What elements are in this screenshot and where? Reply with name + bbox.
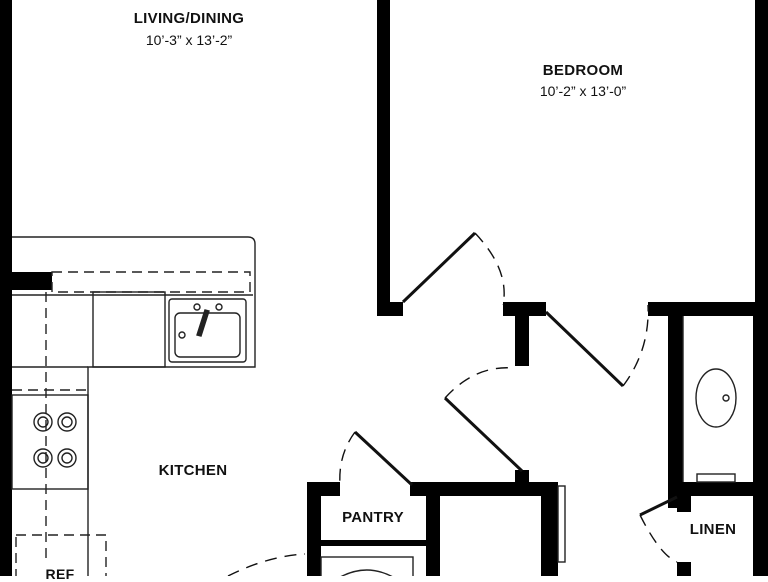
linen-door-swing: [639, 514, 678, 563]
hall-door-leaf: [443, 396, 524, 473]
burner-bottom-right: [57, 448, 77, 468]
refrigerator-outline: [15, 534, 107, 576]
bedroom-door-swing: [474, 232, 505, 306]
bath-wall-left: [668, 316, 683, 508]
burner-bottom-left-ring: [37, 452, 49, 464]
pantry-door-leaf: [353, 430, 414, 487]
burner-bottom-right-ring: [61, 452, 73, 464]
sink-outer: [168, 298, 247, 363]
bedroom-label: BEDROOM: [542, 62, 624, 79]
hall-wall-pier: [515, 470, 529, 496]
bath-vanity: [682, 316, 737, 483]
burner-top-right: [57, 412, 77, 432]
linen-wall-left: [677, 482, 691, 512]
living-dining-label: LIVING/DINING: [133, 10, 245, 27]
dishwasher: [92, 291, 166, 368]
pantry-door-swing: [339, 431, 356, 486]
burner-bottom-left: [33, 448, 53, 468]
linen-label: LINEN: [689, 521, 737, 538]
hall-door-swing: [444, 367, 514, 399]
vanity-basin: [695, 368, 737, 428]
bedroom-left-wall: [377, 0, 390, 316]
pantry-wall-right: [426, 482, 440, 576]
bedroom-left-wall-foot: [377, 302, 403, 316]
burner-top-left: [33, 412, 53, 432]
bath-wall-pier: [515, 316, 529, 366]
washer-dryer: [320, 556, 414, 576]
pantry-shelf-divider: [321, 540, 426, 546]
kitchen-wall-stub: [12, 272, 52, 290]
faucet-spout: [196, 309, 210, 337]
bath-wall-right: [753, 316, 768, 576]
burner-top-right-ring: [61, 416, 73, 428]
towel-bar: [696, 473, 736, 483]
bedroom-door-leaf: [401, 231, 477, 304]
range-cooktop: [11, 394, 89, 490]
bath-door-leaf: [544, 310, 625, 388]
linen-wall-top: [677, 482, 768, 496]
upper-cabinet-outline: [51, 271, 251, 293]
bedroom-dimensions: 10’-2” x 13’-0”: [539, 83, 627, 99]
door-swings: [227, 232, 678, 576]
living-dining-dimensions: 10’-3” x 13’-2”: [145, 32, 233, 48]
refrigerator: [15, 534, 107, 576]
hall-wall-right: [541, 482, 558, 576]
kitchen-label: KITCHEN: [158, 462, 228, 479]
burner-top-left-ring: [37, 416, 49, 428]
bath-wall-top-left: [503, 302, 546, 316]
pantry-label: PANTRY: [342, 509, 404, 526]
refrigerator-label: REF: [45, 566, 75, 582]
vanity-drain: [722, 394, 730, 402]
faucet-right-knob: [215, 303, 223, 311]
faucet-left-knob: [193, 303, 201, 311]
closet-door-swing: [227, 553, 306, 576]
sink-drain: [178, 331, 186, 339]
bedroom-right-wall: [755, 0, 768, 316]
washer-drum: [340, 569, 393, 576]
linen-wall-bottom-left: [677, 562, 691, 576]
linen-door-leaf: [639, 495, 678, 517]
closet-rod: [557, 485, 566, 563]
left-exterior-wall: [0, 0, 12, 576]
range-outline: [11, 394, 89, 490]
bath-door-swing: [622, 304, 649, 387]
upper-cabinets: [12, 271, 251, 560]
doors: [353, 231, 678, 517]
counter-top-edge: [12, 236, 256, 576]
pantry-wall-left: [307, 482, 321, 576]
closet-fixtures: [320, 485, 566, 576]
bath-wall-top-right: [648, 302, 768, 316]
kitchen-sink: [168, 298, 247, 363]
